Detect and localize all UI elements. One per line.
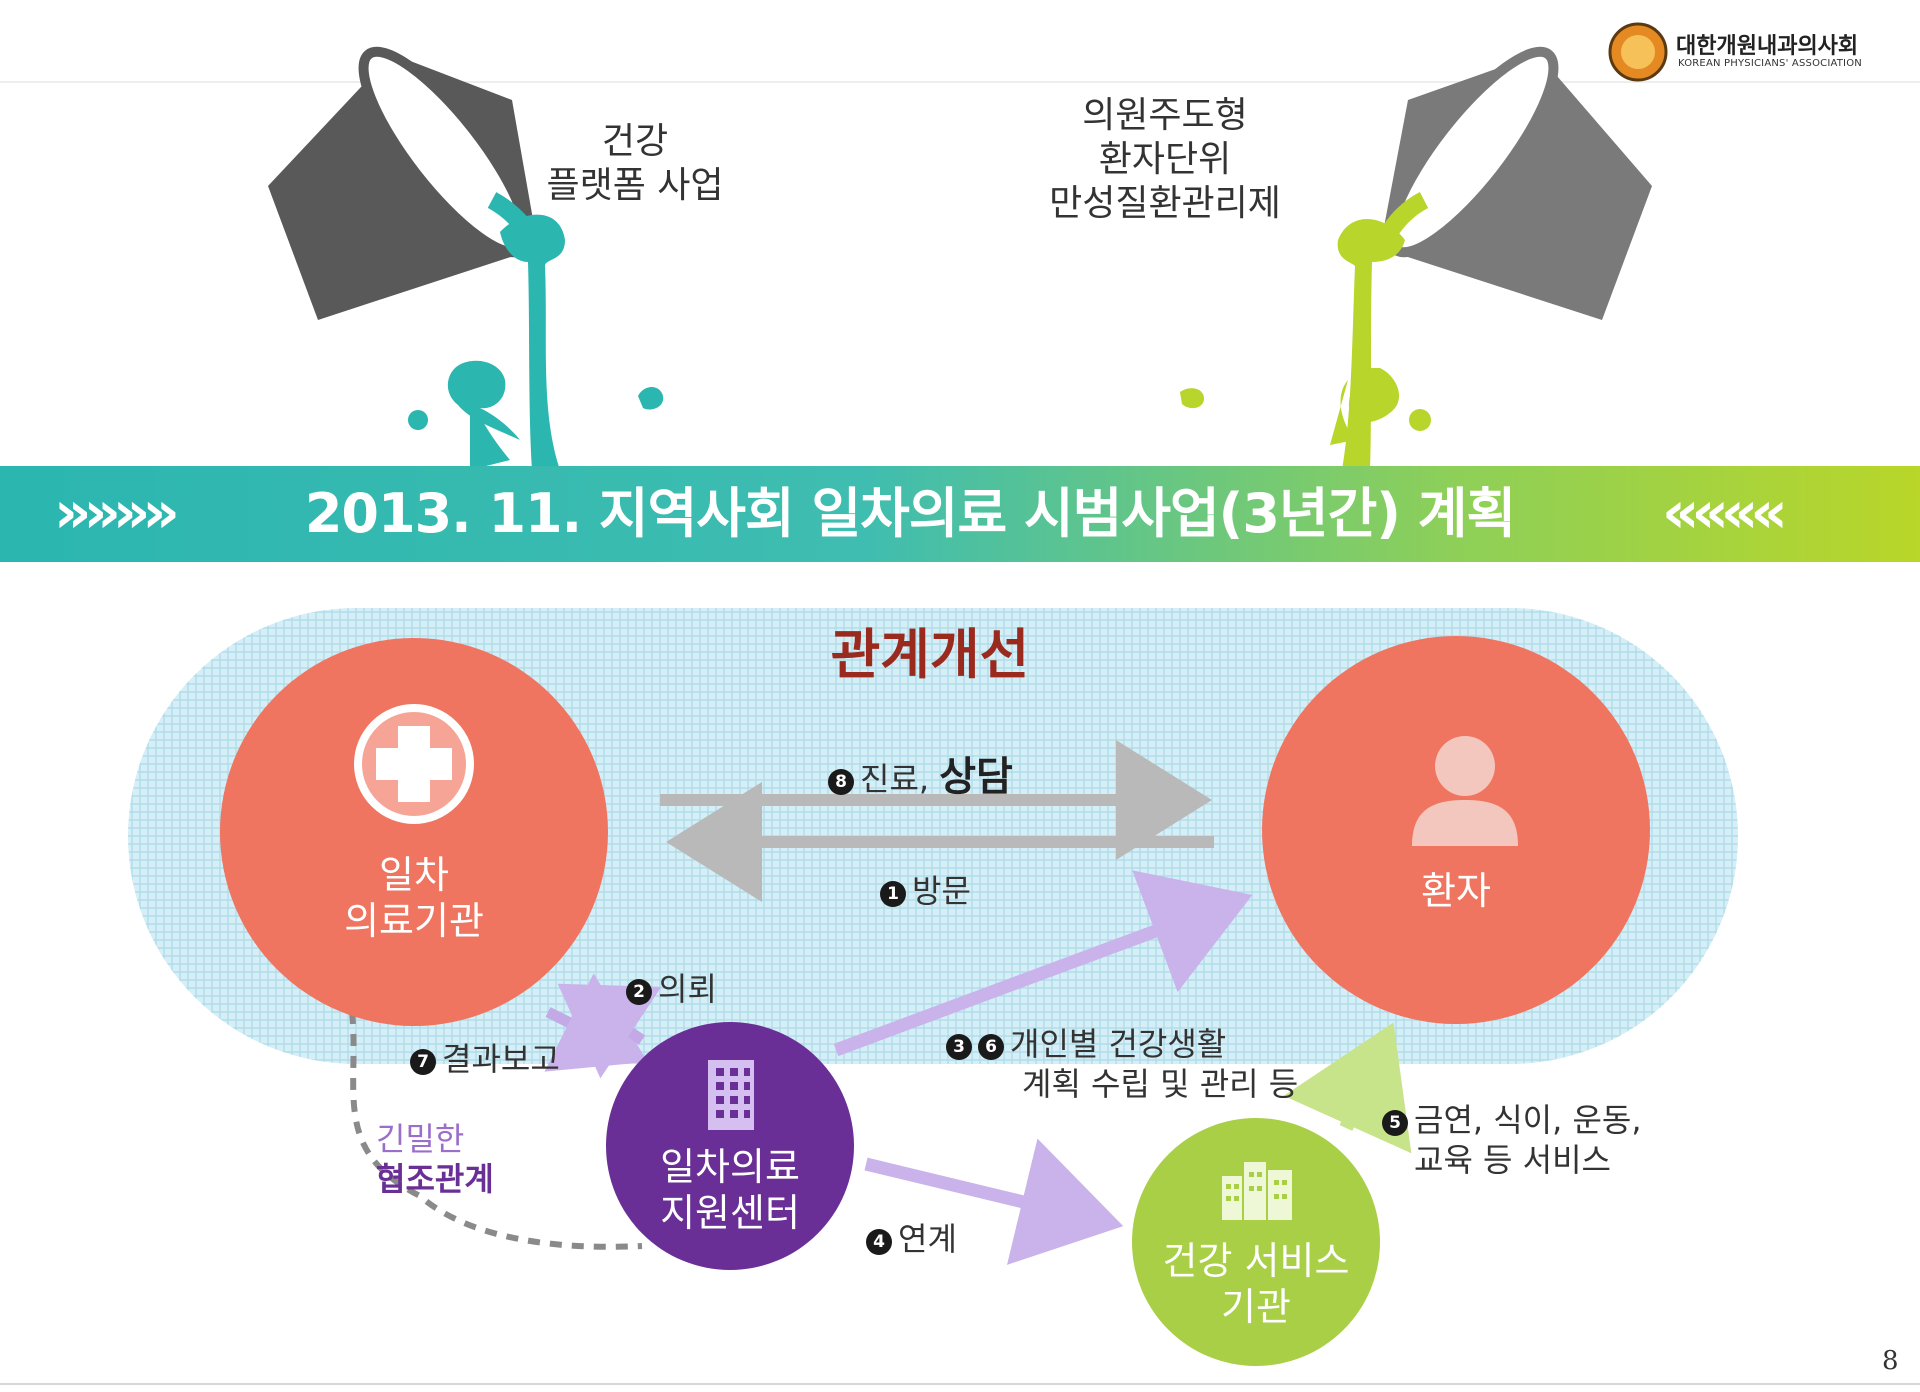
cooperation-label-2: 협조관계: [376, 1160, 494, 1198]
diagram-heading: 관계개선: [830, 623, 1030, 686]
banner-title: 2013. 11. 지역사회 일차의료 시범사업(3년간) 계획: [304, 482, 1516, 545]
person-icon: [1412, 736, 1518, 846]
node-service-label: 건강 서비스 기관: [1162, 1239, 1350, 1329]
left-bucket-label: 건강 플랫폼 사업: [546, 121, 724, 206]
cooperation-dashed-line: [349, 1011, 643, 1250]
node-center-label: 일차의료 지원센터: [660, 1145, 800, 1235]
arrow-plan: [833, 870, 1253, 1057]
city-buildings-icon: [1222, 1162, 1292, 1220]
arrow-service: [1283, 1022, 1412, 1154]
node-center-circle: [606, 1022, 854, 1270]
node-patient-label: 환자: [1421, 869, 1491, 913]
node-service-circle: [1132, 1118, 1380, 1366]
right-bucket-label: 의원주도형 환자단위 만성질환관리제: [1049, 95, 1281, 224]
title-banner-background: [0, 466, 1920, 562]
banner-right-arrows: ««««: [1662, 478, 1788, 546]
page-number: 8: [1882, 1346, 1899, 1376]
logo-name-en: KOREAN PHYSICIANS' ASSOCIATION: [1678, 58, 1862, 69]
arrow-link: [864, 1138, 1124, 1265]
building-icon: [708, 1060, 754, 1130]
cooperation-label-1: 긴밀한: [376, 1120, 465, 1158]
arrow-refer: [557, 983, 662, 1079]
node-clinic-circle: [220, 638, 608, 1026]
left-bucket-illustration: [268, 46, 664, 470]
right-bucket-illustration: [1180, 46, 1652, 470]
banner-left-arrows: »»»»: [54, 478, 180, 546]
medical-cross-icon: [354, 704, 474, 824]
logo-name-ko: 대한개원내과의사회: [1676, 34, 1859, 59]
node-clinic-label: 일차 의료기관: [344, 853, 484, 943]
association-logo-emblem: [1608, 22, 1668, 82]
